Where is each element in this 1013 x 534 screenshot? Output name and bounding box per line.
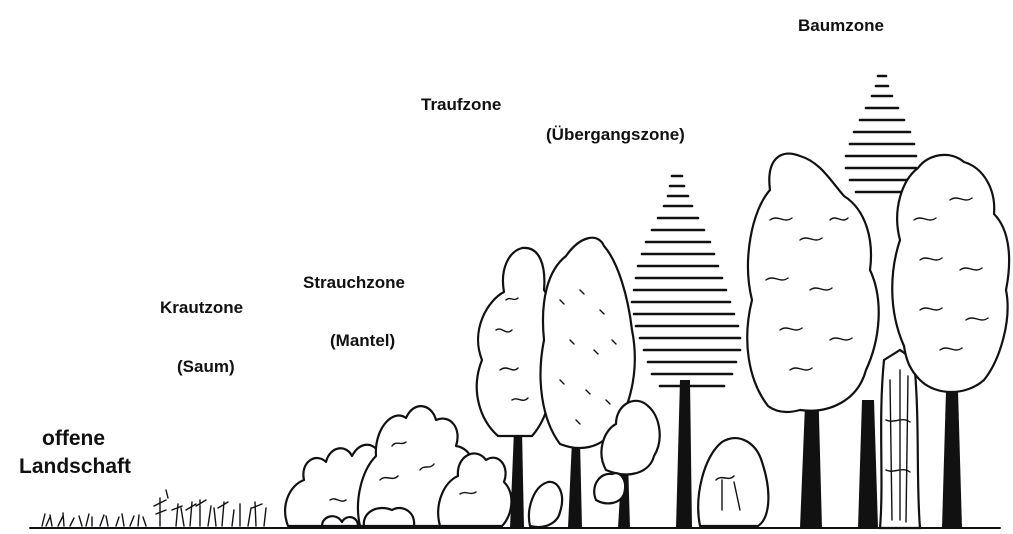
label-strauchzone: Strauchzone [303,273,405,293]
label-baumzone: Baumzone [798,16,884,36]
label-saum: (Saum) [177,357,235,377]
herb-plants [154,490,266,526]
forest-trees [747,76,1009,528]
label-mantel: (Mantel) [330,331,395,351]
grass-tufts [42,513,146,526]
label-landschaft: Landschaft [19,454,131,479]
shrub-cluster [285,406,511,526]
label-uebergangszone: (Übergangszone) [546,125,685,145]
label-offene: offene [42,426,105,451]
edge-trees [477,238,769,528]
label-traufzone: Traufzone [421,95,501,115]
label-krautzone: Krautzone [160,298,243,318]
